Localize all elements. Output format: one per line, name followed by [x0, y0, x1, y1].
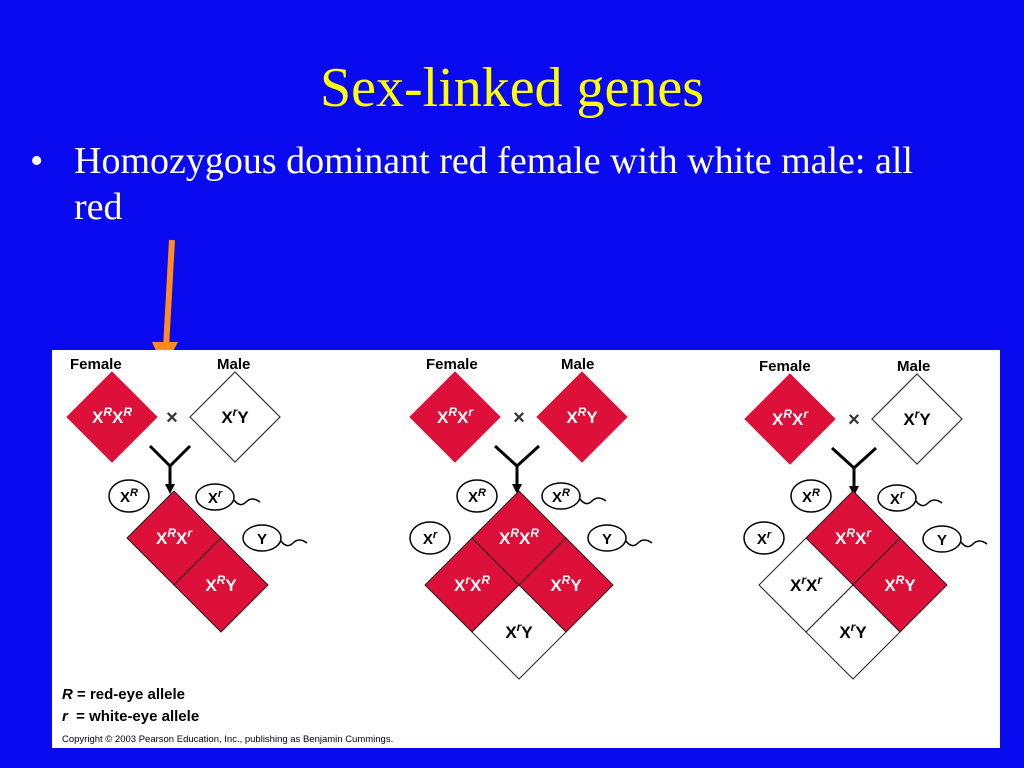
cross-3-male-genotype: XrY — [903, 407, 931, 429]
cross-3-sperm-2 — [922, 525, 962, 553]
cross-2-sperm-2-label: Y — [602, 531, 612, 548]
orange-arrow-shaft — [163, 239, 175, 349]
cross-2-offspring-3-label: XrXR — [454, 573, 490, 595]
cross-2-female-label: Female — [426, 356, 478, 373]
cross-1-merge-arrowhead-icon — [165, 484, 175, 494]
cross-3-male-label: Male — [897, 358, 930, 375]
cross-2-egg-1-label: XR — [468, 487, 486, 506]
cross-2-egg-2 — [409, 521, 451, 555]
cross-3-egg-1-label: XR — [802, 487, 820, 506]
cross-3-female-genotype: XRXr — [772, 407, 809, 429]
cross-3-female-label: Female — [759, 358, 811, 375]
cross-2-merge-arrowhead-icon — [512, 484, 522, 494]
cross-3-sperm-1-label: Xr — [890, 489, 905, 508]
cross-2: Female Male XRXr × XRY XR Xr XR Y XRXR X… — [409, 356, 653, 680]
cross-1-male-genotype: XrY — [221, 405, 249, 427]
cross-3-egg-2 — [743, 521, 785, 555]
cross-3-offspring-2-label: XRY — [884, 573, 916, 595]
cross-3-merge-arrowhead-icon — [849, 486, 859, 496]
cross-1-offspring-2 — [173, 537, 269, 633]
cross-2-male-label: Male — [561, 356, 594, 373]
cross-1-egg-label: XR — [120, 487, 138, 506]
cross-3-egg-2-label: Xr — [757, 529, 772, 548]
copyright-notice: Copyright © 2003 Pearson Education, Inc.… — [62, 734, 393, 745]
cross-2-cross-symbol: × — [513, 407, 525, 429]
slide-title: Sex-linked genes — [319, 57, 705, 119]
cross-2-sperm-1-tail — [579, 497, 607, 505]
cross-1-male-genotype-box — [189, 371, 281, 463]
cross-2-offspring-4 — [471, 584, 567, 680]
cross-1-sperm-2-label: Y — [257, 531, 267, 548]
cross-3-sperm-2-tail — [960, 540, 988, 548]
cross-3-sperm-2-label: Y — [937, 532, 947, 549]
cross-2-egg-2-label: Xr — [423, 529, 438, 548]
cross-1-offspring-2-label: XRY — [205, 573, 237, 595]
cross-2-female-genotype-box — [409, 371, 501, 463]
cross-3-sperm-1 — [877, 484, 917, 512]
cross-2-female-genotype: XRXr — [437, 405, 474, 427]
cross-1-female-genotype: XRXR — [92, 405, 132, 427]
cross-1-female-label: Female — [70, 356, 122, 373]
cross-3-merge-arrow — [830, 446, 878, 488]
bullet-text: Homozygous dominant red female with whit… — [74, 140, 913, 228]
cross-2-sperm-2-tail — [625, 539, 653, 547]
cross-3-offspring-4-label: XrY — [839, 620, 867, 642]
legend-white-eye: r = white-eye allele — [62, 708, 199, 725]
cross-2-offspring-2-label: XRY — [550, 573, 582, 595]
bullet-item: • Homozygous dominant red female with wh… — [30, 138, 950, 230]
legend-red-eye: R = red-eye allele — [62, 686, 185, 703]
cross-2-male-genotype-box — [536, 371, 628, 463]
cross-1-cross-symbol: × — [166, 407, 178, 429]
cross-2-merge-arrow — [493, 444, 541, 486]
cross-2-sperm-1 — [541, 482, 581, 510]
cross-1-offspring-1-label: XRXr — [156, 526, 193, 548]
cross-1-merge-arrow — [148, 444, 192, 486]
cross-3-egg-1 — [790, 479, 832, 513]
cross-1-egg — [108, 479, 150, 513]
cross-2-sperm-1-label: XR — [552, 487, 570, 506]
cross-2-offspring-4-label: XrY — [505, 620, 533, 642]
cross-3: Female Male XRXr × XrY XR Xr Xr Y XRXr X… — [743, 358, 988, 680]
bullet-dot-icon: • — [30, 140, 44, 182]
cross-3-sperm-1-tail — [915, 499, 943, 507]
cross-1-sperm-2 — [242, 524, 282, 552]
cross-3-offspring-1-label: XRXr — [835, 526, 872, 548]
cross-2-egg-1 — [456, 479, 498, 513]
cross-2-male-genotype: XRY — [566, 405, 598, 427]
cross-1-sperm-1-label: Xr — [208, 488, 223, 507]
cross-3-offspring-4 — [805, 584, 901, 680]
cross-3-male-genotype-box — [871, 373, 963, 465]
cross-3-female-genotype-box — [744, 373, 836, 465]
punnett-diagram: Female Male XRXR × XrY XR Xr Y XRXr XRY … — [62, 356, 988, 745]
cross-1-sperm-1-tail — [233, 498, 261, 506]
punnett-figure: Female Male XRXR × XrY XR Xr Y XRXr XRY … — [52, 350, 1000, 748]
cross-1: Female Male XRXR × XrY XR Xr Y XRXr XRY — [66, 356, 308, 633]
cross-1-sperm-1 — [195, 483, 235, 511]
cross-3-cross-symbol: × — [848, 409, 860, 431]
cross-3-offspring-3-label: XrXr — [790, 573, 823, 595]
cross-1-male-label: Male — [217, 356, 250, 373]
cross-1-female-genotype-box — [66, 371, 158, 463]
cross-2-offspring-1-label: XRXR — [499, 526, 539, 548]
cross-2-sperm-2 — [587, 524, 627, 552]
cross-1-sperm-2-tail — [280, 539, 308, 547]
